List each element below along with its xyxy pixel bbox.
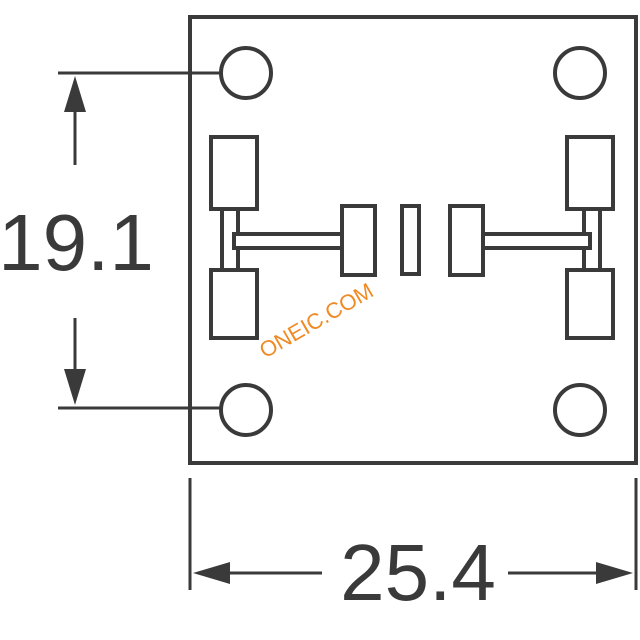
mounting-hole-top-right [553,46,607,100]
height-dimension-label: 19.1 [0,198,154,287]
pad-left-bottom [209,268,259,340]
watermark-text: ONEIC.COM [255,278,378,363]
arrow-right-icon [596,562,633,584]
pad-left-top [209,135,259,211]
pad-left-inner [340,204,377,277]
mounting-hole-top-left [219,46,273,100]
board-outline [188,15,638,465]
pad-right-bottom [565,268,615,340]
mounting-hole-bottom-right [553,383,607,437]
arrow-up-icon [64,76,86,112]
right-contact-group [448,135,615,340]
pad-right-inner [448,204,485,277]
arrow-down-icon [64,369,86,405]
mounting-hole-bottom-left [219,383,273,437]
pad-right-top [565,135,615,211]
horizontal-dimension: 25.4 [188,478,638,617]
trace-right-horizontal [478,232,592,250]
arrow-left-icon [193,562,230,584]
pad-center [400,204,421,276]
left-contact-group [209,135,377,340]
width-dimension-label: 25.4 [340,528,496,617]
trace-left-horizontal [232,232,346,250]
vertical-dimension: 19.1 [0,71,222,410]
